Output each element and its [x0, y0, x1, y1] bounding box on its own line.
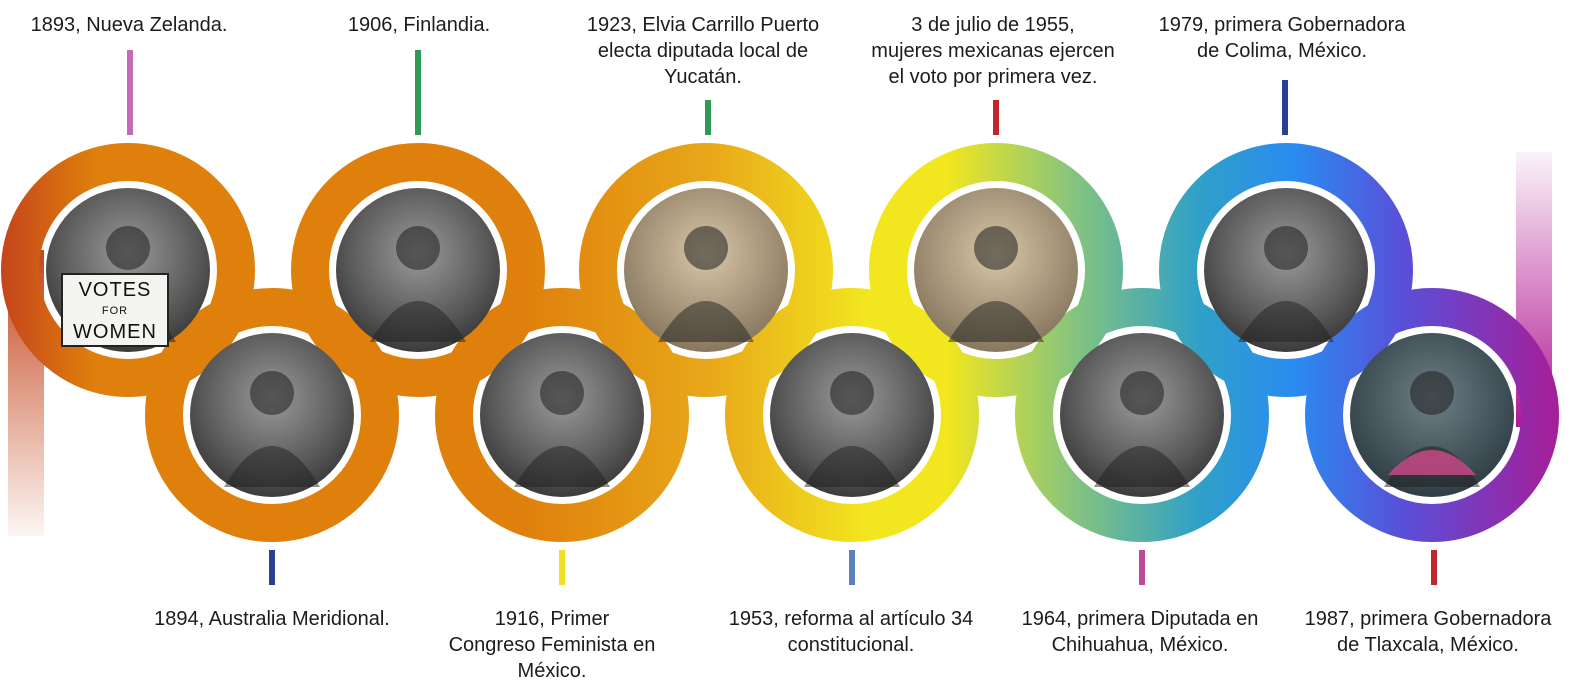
event-label-1906: 1906, Finlandia.: [347, 14, 491, 36]
event-label-1987: 1987, primera Gobernadora de Tlaxcala, M…: [1304, 608, 1552, 656]
band-loop-top-1: [291, 143, 545, 397]
band-loop-top-2: [579, 143, 833, 397]
tick-marker-1964: [1139, 550, 1145, 585]
band-loop-bottom-0: [145, 288, 399, 542]
event-label-1964: 1964, primera Diputada en Chihuahua, Méx…: [1021, 608, 1259, 656]
smiling-woman-portrait-photo: [1204, 188, 1368, 352]
wave-band: [1, 143, 1559, 542]
tick-marker-1906: [415, 50, 421, 135]
band-loop-bottom-1: [435, 288, 689, 542]
tick-marker-1987: [1431, 550, 1437, 585]
woman-in-embroidered-dress-photo: [1350, 333, 1514, 497]
band-loop-bottom-2: [725, 288, 979, 542]
woman-casting-ballot-photo: [190, 333, 354, 497]
protest-sign: [61, 273, 169, 347]
tick-marker-1916: [559, 550, 565, 585]
votes-for-women-photo: VOTES FOR WOMEN: [46, 188, 210, 352]
elvia-carrillo-portrait-photo: [624, 188, 788, 352]
event-label-1893: 1893, Nueva Zelanda.: [30, 14, 228, 36]
band-loop-bottom-3: [1015, 288, 1269, 542]
event-label-1923: 1923, Elvia Carrillo Puerto electa diput…: [586, 14, 820, 88]
tick-marker-1979: [1282, 80, 1288, 135]
older-woman-voting-photo: [480, 333, 644, 497]
band-loop-top-4: [1159, 143, 1413, 397]
group-of-women-photo: [336, 188, 500, 352]
event-label-1916: 1916, Primer Congreso Feminista en Méxic…: [448, 608, 656, 682]
event-label-1894: 1894, Australia Meridional.: [154, 608, 390, 630]
young-woman-voting-photo: [770, 333, 934, 497]
event-label-1955: 3 de julio de 1955, mujeres mexicanas ej…: [871, 14, 1115, 88]
tick-marker-1953: [849, 550, 855, 585]
tick-marker-1955: [993, 100, 999, 135]
band-loop-bottom-4: [1305, 288, 1559, 542]
sign-text: FOR: [102, 305, 128, 317]
event-label-1979: 1979, primera Gobernadora de Colima, Méx…: [1158, 14, 1406, 62]
photo-circles: VOTES FOR WOMEN: [46, 188, 1514, 497]
sign-text: WOMEN: [73, 321, 157, 343]
tick-marker-1923: [705, 100, 711, 135]
sign-text: VOTES: [79, 279, 152, 301]
band-loop-top-0: [1, 143, 255, 397]
woman-with-bow-portrait-photo: [1060, 333, 1224, 497]
tick-markers: [127, 50, 1437, 585]
tick-marker-1893: [127, 50, 133, 135]
women-at-table-photo: [914, 188, 1078, 352]
tick-marker-1894: [269, 550, 275, 585]
band-loop-top-3: [869, 143, 1123, 397]
event-label-1953: 1953, reforma al artículo 34 constitucio…: [728, 608, 974, 656]
